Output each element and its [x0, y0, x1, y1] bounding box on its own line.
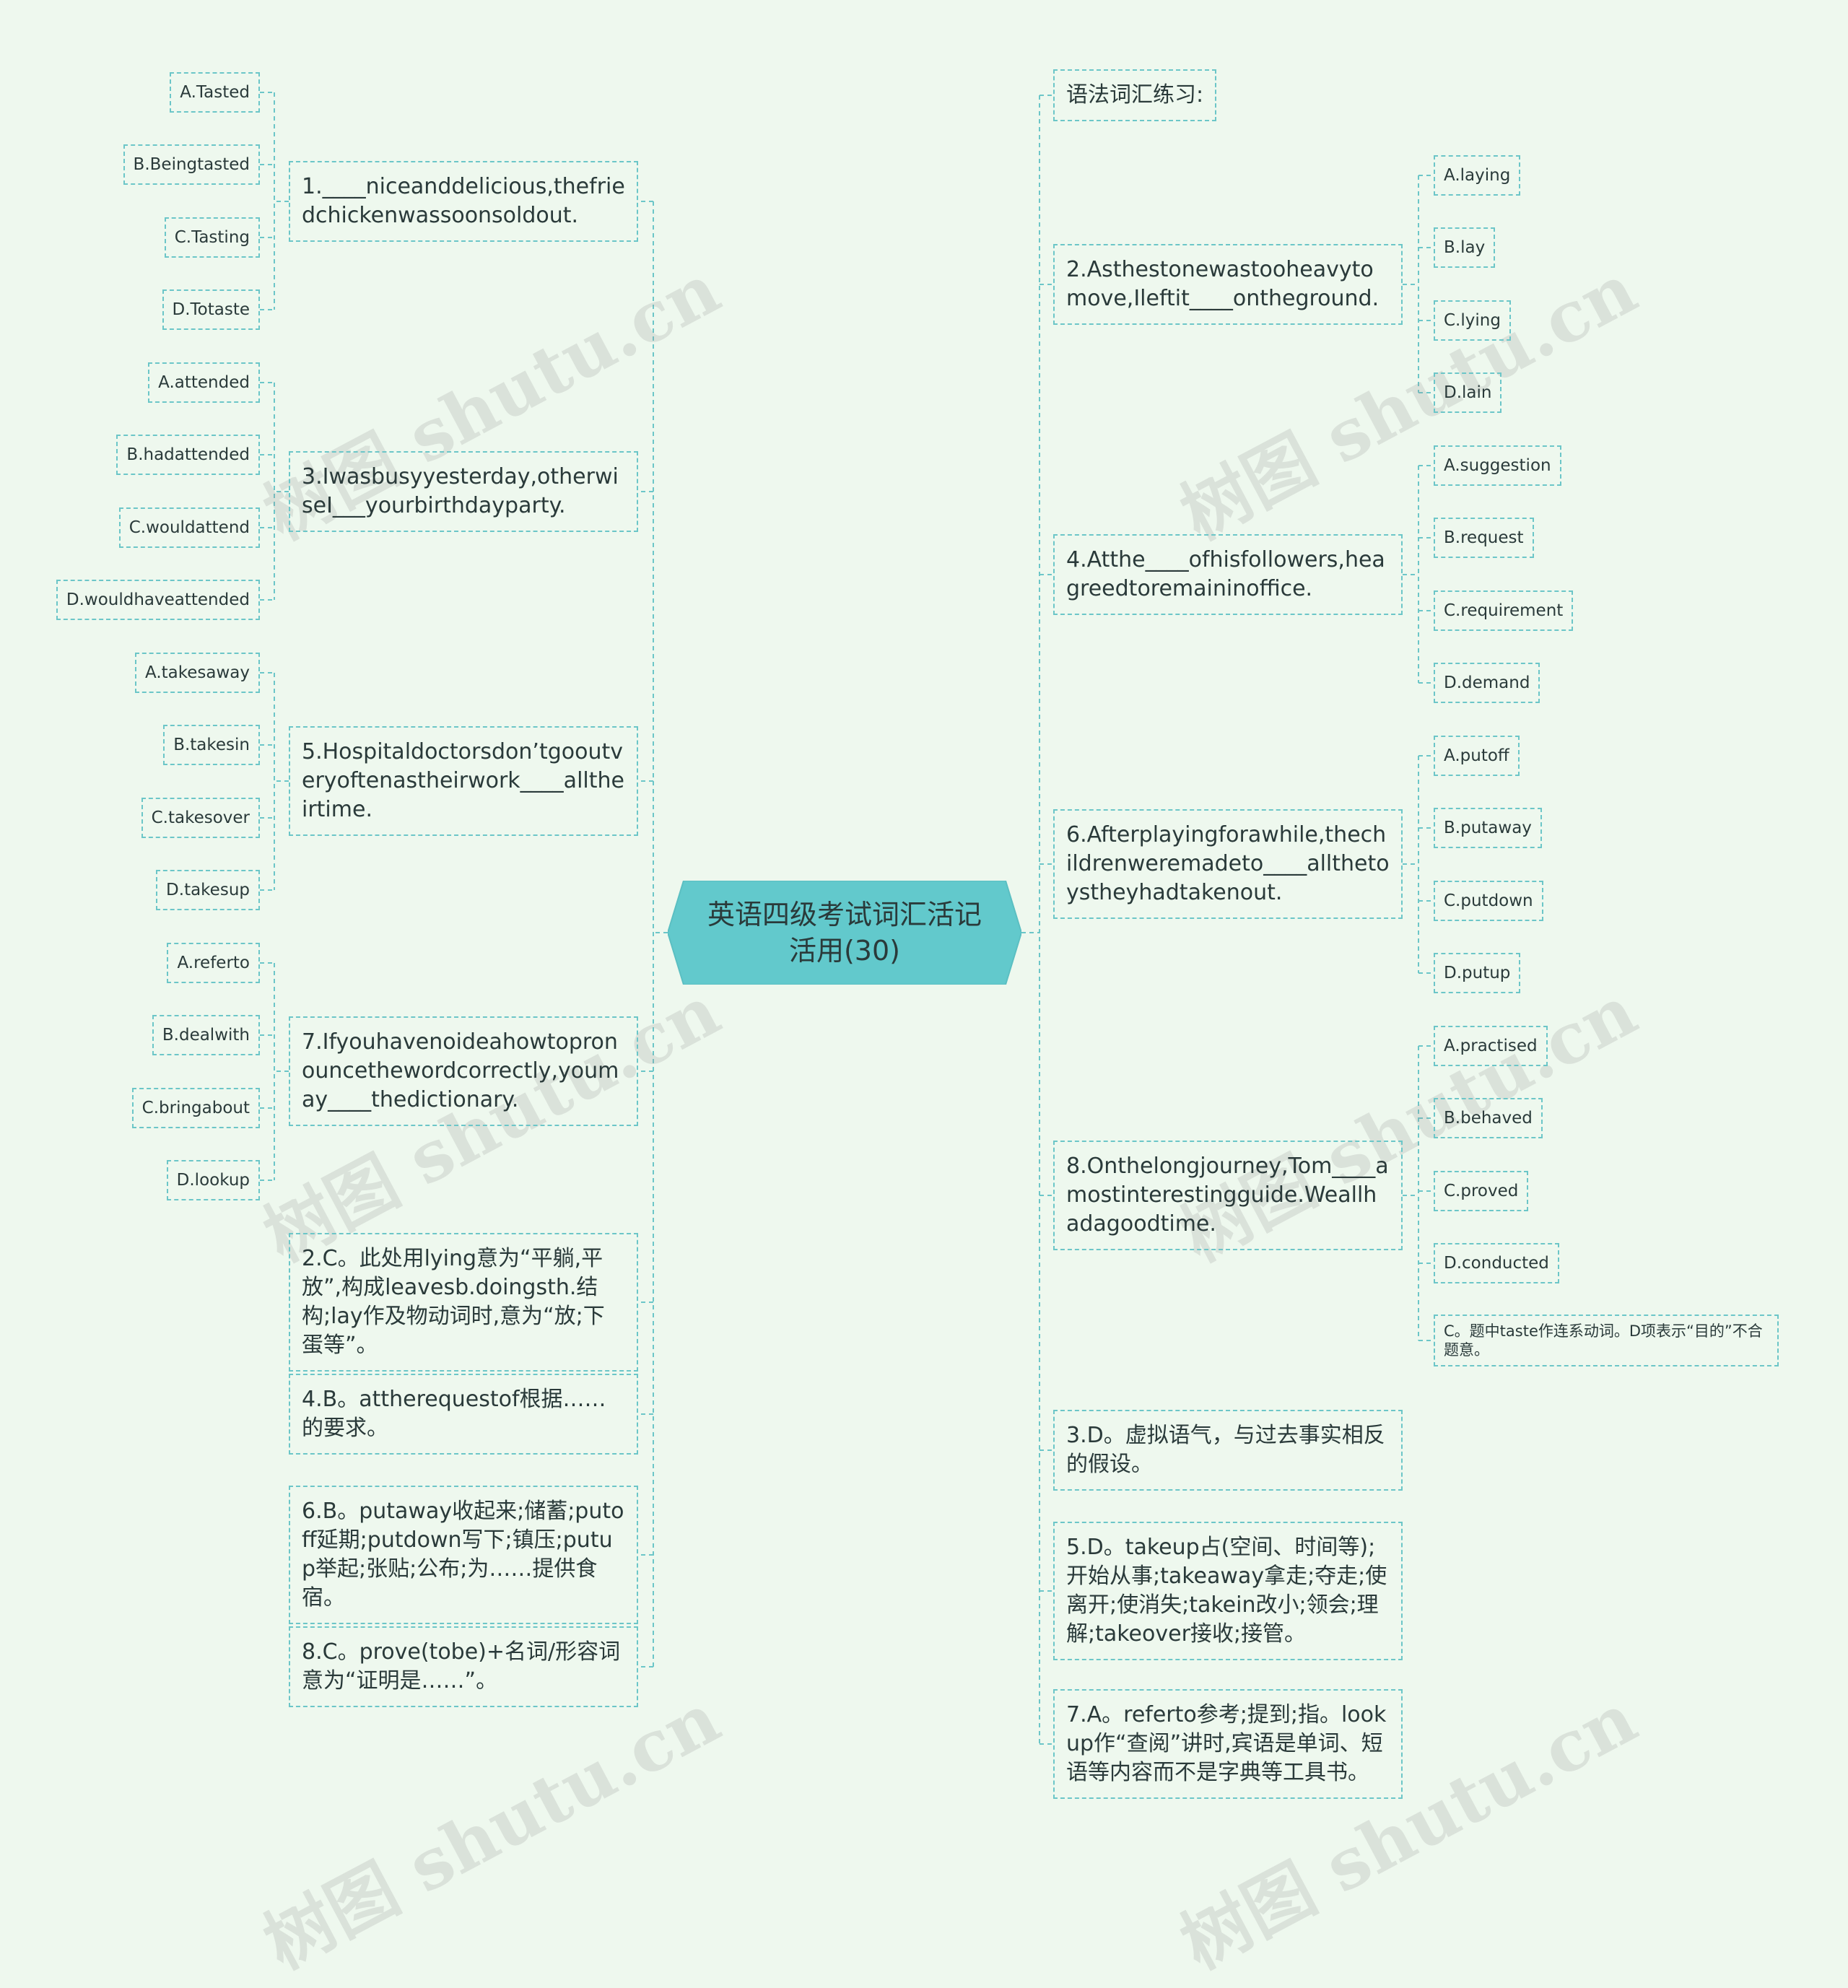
question-node-1[interactable]: 1.____niceanddelicious,thefriedchickenwa…	[289, 161, 638, 242]
option-q4-d[interactable]: D.demand	[1434, 663, 1540, 703]
section-heading[interactable]: 语法词汇练习:	[1053, 69, 1217, 121]
option-q8-d[interactable]: D.conducted	[1434, 1243, 1559, 1283]
option-q2-d[interactable]: D.lain	[1434, 372, 1502, 413]
option-q8-c[interactable]: C.proved	[1434, 1171, 1529, 1211]
option-q5-a[interactable]: A.takesaway	[135, 653, 260, 693]
question-node-3[interactable]: 3.Iwasbusyyesterday,otherwiseI___yourbir…	[289, 451, 638, 532]
option-q3-a[interactable]: A.attended	[148, 362, 260, 403]
answer-node-4[interactable]: 4.B。attherequestof根据……的要求。	[289, 1374, 638, 1455]
option-q6-c[interactable]: C.putdown	[1434, 881, 1543, 921]
option-q1-c[interactable]: C.Tasting	[164, 217, 260, 258]
option-q4-b[interactable]: B.request	[1434, 518, 1534, 558]
option-q4-a[interactable]: A.suggestion	[1434, 445, 1561, 486]
mindmap-canvas: 树图 shutu.cn 树图 shutu.cn 树图 shutu.cn 树图 s…	[56, 69, 1779, 1985]
option-q2-c[interactable]: C.lying	[1434, 300, 1511, 341]
answer-node-5[interactable]: 5.D。takeup占(空间、时间等);开始从事;takeaway拿走;夺走;使…	[1053, 1522, 1403, 1660]
option-q3-c[interactable]: C.wouldattend	[118, 507, 260, 548]
option-q5-b[interactable]: B.takesin	[163, 725, 260, 765]
option-q8-note[interactable]: C。题中taste作连系动词。D项表示“目的”不合题意。	[1434, 1315, 1779, 1366]
option-q1-a[interactable]: A.Tasted	[170, 72, 260, 113]
option-q6-b[interactable]: B.putaway	[1434, 808, 1542, 848]
question-node-4[interactable]: 4.Atthe____ofhisfollowers,heagreedtorema…	[1053, 534, 1403, 615]
central-topic-label: 英语四级考试词汇活记活用(30)	[707, 899, 982, 967]
option-q7-c[interactable]: C.bringabout	[131, 1088, 260, 1128]
option-q3-d[interactable]: D.wouldhaveattended	[56, 580, 260, 620]
option-q1-b[interactable]: B.Beingtasted	[123, 144, 260, 185]
question-node-8[interactable]: 8.Onthelongjourney,Tom____amostinteresti…	[1053, 1141, 1403, 1250]
answer-node-8[interactable]: 8.C。prove(tobe)+名词/形容词意为“证明是……”。	[289, 1626, 638, 1707]
option-q5-d[interactable]: D.takesup	[156, 870, 260, 910]
option-q6-a[interactable]: A.putoff	[1434, 736, 1520, 776]
central-topic-shape	[668, 881, 1021, 985]
option-q7-a[interactable]: A.referto	[167, 943, 260, 983]
answer-node-7[interactable]: 7.A。referto参考;提到;指。lookup作“查阅”讲时,宾语是单词、短…	[1053, 1689, 1403, 1799]
option-q1-d[interactable]: D.Totaste	[162, 289, 260, 330]
answer-node-2[interactable]: 2.C。此处用lying意为“平躺,平放”,构成leavesb.doingsth…	[289, 1233, 638, 1372]
option-q6-d[interactable]: D.putup	[1434, 953, 1521, 993]
option-q7-b[interactable]: B.dealwith	[152, 1015, 260, 1055]
central-topic[interactable]: 英语四级考试词汇活记活用(30)	[668, 881, 1021, 985]
option-q3-b[interactable]: B.hadattended	[116, 435, 260, 475]
option-q8-b[interactable]: B.behaved	[1434, 1098, 1543, 1138]
option-q7-d[interactable]: D.lookup	[166, 1160, 260, 1200]
option-q5-c[interactable]: C.takesover	[141, 798, 260, 838]
option-q2-b[interactable]: B.lay	[1434, 227, 1496, 268]
connector-lines	[260, 92, 1434, 1745]
option-q8-a[interactable]: A.practised	[1434, 1026, 1548, 1066]
question-node-5[interactable]: 5.Hospitaldoctorsdon’tgooutveryoftenasth…	[289, 726, 638, 836]
question-node-7[interactable]: 7.Ifyouhavenoideahowtopronouncethewordco…	[289, 1016, 638, 1126]
option-q4-c[interactable]: C.requirement	[1434, 590, 1574, 631]
question-node-2[interactable]: 2.Asthestonewastooheavytomove,Ileftit___…	[1053, 244, 1403, 325]
question-node-6[interactable]: 6.Afterplayingforawhile,thechildrenwerem…	[1053, 809, 1403, 919]
answer-node-3[interactable]: 3.D。虚拟语气，与过去事实相反的假设。	[1053, 1410, 1403, 1491]
option-q2-a[interactable]: A.laying	[1434, 155, 1521, 196]
answer-node-6[interactable]: 6.B。putaway收起来;储蓄;putoff延期;putdown写下;镇压;…	[289, 1486, 638, 1624]
